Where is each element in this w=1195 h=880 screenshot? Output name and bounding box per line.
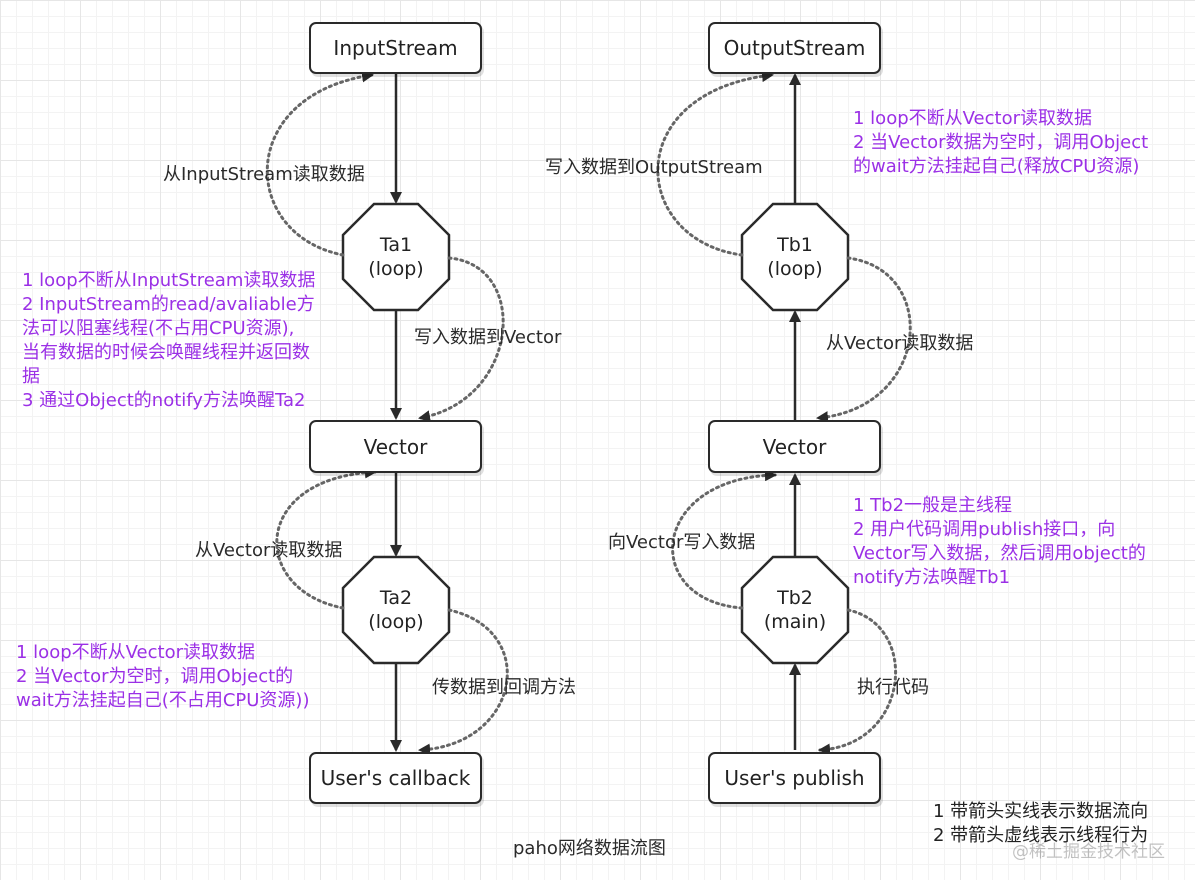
inputstream-node: InputStream: [309, 22, 482, 74]
tb1-octagon: [740, 202, 850, 312]
diagram-caption: paho网络数据流图: [513, 838, 666, 859]
label-write-to-vector: 写入数据到Vector: [414, 327, 562, 348]
note-ta2: 1 loop不断从Vector读取数据 2 当Vector为空时，调用Objec…: [16, 641, 309, 713]
tb2-label: Tb2 (main): [742, 557, 848, 663]
ta1-octagon: [341, 202, 451, 312]
ta2-octagon: [341, 555, 451, 665]
label-pass-to-callback: 传数据到回调方法: [432, 677, 576, 698]
label-read-from-vector-left: 从Vector读取数据: [195, 540, 343, 561]
ta2-name: Ta2: [379, 587, 413, 609]
users-callback-node: User's callback: [309, 752, 482, 804]
note-ta1-line: 3 通过Object的notify方法唤醒Ta2: [22, 390, 306, 411]
note-ta1-line: 法可以阻塞线程(不占用CPU资源),: [22, 318, 295, 339]
tb2-name: Tb2: [777, 587, 813, 609]
tb2-mode: (main): [763, 611, 827, 633]
note-tb2-line: 2 用户代码调用publish接口，向: [853, 519, 1116, 540]
dotted-ta1-read-inputstream: [265, 70, 374, 257]
ta2-mode: (loop): [368, 611, 424, 633]
label-write-to-outputstream: 写入数据到OutputStream: [545, 157, 763, 178]
note-tb2-line: Vector写入数据，然后调用object的: [853, 543, 1146, 564]
ta1-mode: (loop): [368, 258, 424, 280]
note-tb1-line: 2 当Vector数据为空时，调用Object: [853, 132, 1149, 153]
dotted-tb1-read-vector: [816, 256, 912, 424]
dotted-ta2-callback: [418, 608, 509, 756]
note-ta2-line: 1 loop不断从Vector读取数据: [16, 642, 255, 663]
note-ta1-line: 2 InputStream的read/avaliable方: [22, 294, 315, 315]
ta1-name: Ta1: [379, 234, 413, 256]
dotted-ta2-read-vector: [275, 466, 377, 610]
label-read-from-vector-right: 从Vector读取数据: [826, 333, 974, 354]
dotted-tb1-write-outputstream: [656, 70, 774, 257]
note-ta1: 1 loop不断从InputStream读取数据 2 InputStream的r…: [22, 269, 315, 413]
label-read-from-inputstream: 从InputStream读取数据: [163, 164, 365, 185]
note-ta1-line: 1 loop不断从InputStream读取数据: [22, 270, 316, 291]
label-write-into-vector: 向Vector写入数据: [608, 532, 756, 553]
note-tb2: 1 Tb2一般是主线程 2 用户代码调用publish接口，向 Vector写入…: [853, 494, 1146, 590]
watermark: @稀土掘金技术社区: [1012, 842, 1165, 862]
note-ta1-line: 据: [22, 366, 40, 387]
ta1-label: Ta1 (loop): [343, 204, 449, 310]
legend: 1 带箭头实线表示数据流向 2 带箭头虚线表示线程行为: [933, 800, 1148, 848]
dotted-ta1-write-vector: [418, 256, 505, 423]
outputstream-node: OutputStream: [708, 22, 881, 74]
note-ta1-line: 当有数据的时候会唤醒线程并返回数: [22, 342, 310, 363]
note-ta2-line: 2 当Vector为空时，调用Object的: [16, 666, 294, 687]
note-tb2-line: notify方法唤醒Tb1: [853, 567, 1011, 588]
label-execute-code: 执行代码: [857, 677, 929, 698]
tb1-name: Tb1: [777, 234, 813, 256]
tb1-label: Tb1 (loop): [742, 204, 848, 310]
vector-right-node: Vector: [708, 420, 881, 473]
legend-solid-line: 1 带箭头实线表示数据流向: [933, 801, 1149, 822]
dotted-tb2-execute: [818, 608, 897, 756]
vector-left-node: Vector: [309, 420, 482, 473]
note-tb1-line: 的wait方法挂起自己(释放CPU资源): [853, 156, 1140, 177]
dotted-tb2-write-vector: [671, 469, 777, 610]
note-tb1: 1 loop不断从Vector读取数据 2 当Vector数据为空时，调用Obj…: [853, 107, 1148, 179]
tb1-mode: (loop): [767, 258, 823, 280]
users-publish-node: User's publish: [708, 752, 881, 804]
note-ta2-line: wait方法挂起自己(不占用CPU资源)): [16, 690, 310, 711]
ta2-label: Ta2 (loop): [343, 557, 449, 663]
note-tb2-line: 1 Tb2一般是主线程: [853, 495, 1013, 516]
tb2-octagon: [740, 555, 850, 665]
legend-dotted-line: 2 带箭头虚线表示线程行为: [933, 825, 1149, 846]
note-tb1-line: 1 loop不断从Vector读取数据: [853, 108, 1092, 129]
